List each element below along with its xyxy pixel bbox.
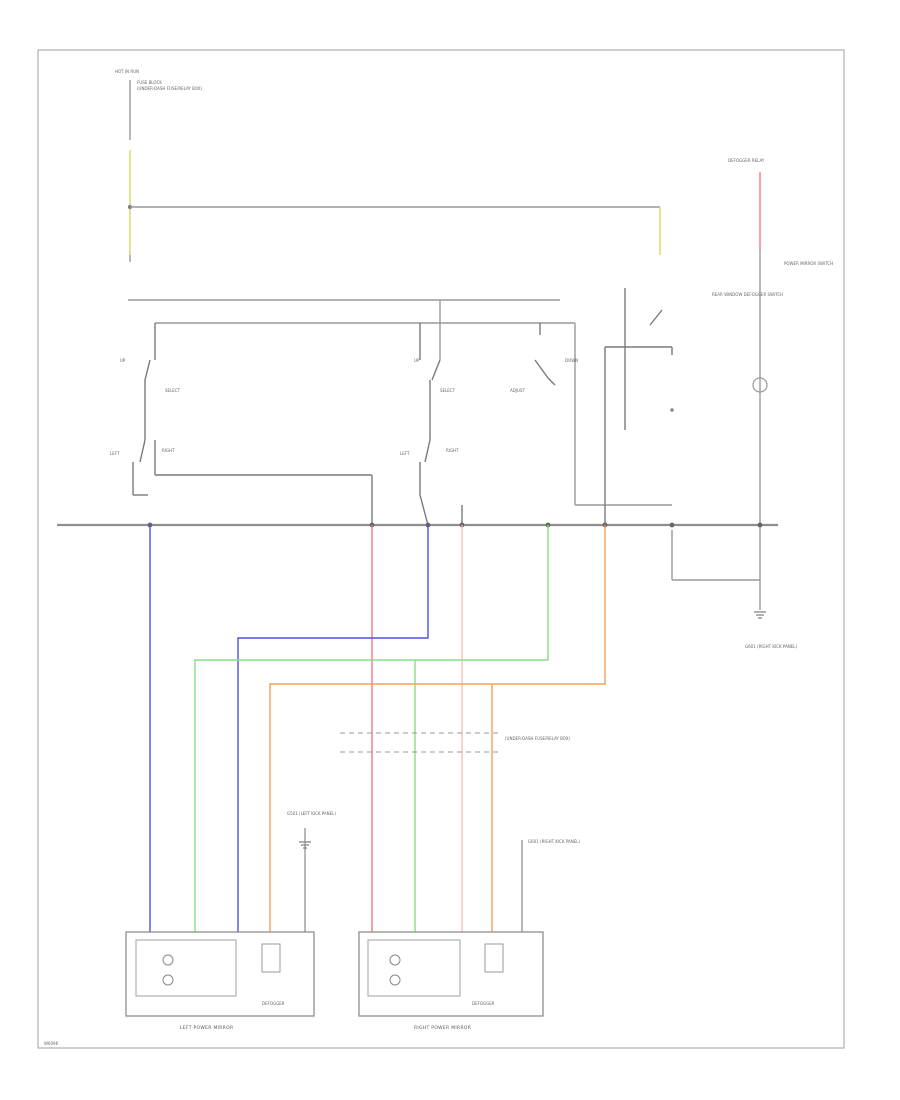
fuse-block-label: FUSE BLOCK [137, 80, 162, 85]
svg-text:UP: UP [414, 358, 420, 363]
left-label-1: LEFT [110, 451, 120, 456]
rear-defogger-switch-label: REAR WINDOW DEFOGGER SWITCH [712, 292, 783, 297]
left-label-2: LEFT [400, 451, 410, 456]
power-mirror-switch-caption: POWER MIRROR SWITCH [784, 261, 833, 266]
svg-text:DOWN: DOWN [565, 358, 578, 363]
inline-connector-label: (UNDER-DASH FUSE/RELAY BOX) [505, 736, 570, 741]
select-switch-middle: UP SELECT LEFT RIGHT [400, 323, 463, 526]
diagram-frame [37, 49, 845, 1049]
motor-icon [162, 954, 174, 966]
ground-right-top-label: G601 (RIGHT KICK PANEL) [745, 644, 797, 649]
under-dash-fuse-label: (UNDER-DASH FUSE/RELAY BOX) [137, 86, 202, 91]
select-label-middle: SELECT [440, 388, 456, 393]
figure-code: W6096 [44, 1041, 59, 1046]
fuse-feed-left: HOT IN RUN FUSE BLOCK (UNDER-DASH FUSE/R… [115, 69, 661, 262]
defogger-switch [604, 288, 674, 525]
ground-right: G601 (RIGHT KICK PANEL) [521, 839, 580, 932]
ground-icon [754, 611, 766, 619]
ground-icon [299, 841, 311, 849]
motor-icon [162, 974, 174, 986]
right-power-mirror: DEFOGGER RIGHT POWER MIRROR [358, 931, 544, 1031]
right-label-2: RIGHT [446, 448, 459, 453]
left-power-mirror: DEFOGGER LEFT POWER MIRROR [125, 931, 315, 1031]
adjust-label: ADJUST [510, 388, 525, 393]
ground-left: G501 (LEFT KICK PANEL) [287, 811, 336, 932]
defogger-feed-right: DEFOGGER RELAY REAR WINDOW DEFOGGER SWIT… [671, 158, 833, 649]
left-mirror-caption: LEFT POWER MIRROR [180, 1025, 233, 1031]
colored-wires [149, 525, 606, 932]
ground-right-label: G601 (RIGHT KICK PANEL) [528, 839, 580, 844]
right-label-1: RIGHT [162, 448, 175, 453]
defogger-right-label: DEFOGGER [472, 1001, 495, 1006]
motor-icon [389, 954, 401, 966]
adjust-switch-right: DOWN ADJUST [510, 323, 578, 393]
select-label-left: SELECT [165, 388, 181, 393]
svg-text:UP: UP [120, 358, 126, 363]
motor-icon [389, 974, 401, 986]
right-fuse-label: DEFOGGER RELAY [728, 158, 765, 163]
select-switch-left: UP SELECT LEFT RIGHT [110, 323, 373, 525]
hot-in-run-label: HOT IN RUN [115, 69, 139, 74]
defogger-left-label: DEFOGGER [262, 1001, 285, 1006]
mirror-switch-assembly: UP SELECT LEFT RIGHT UP SELECT LEFT RIGH… [110, 288, 674, 526]
defogger-indicator-icon [752, 377, 768, 393]
inline-connector: (UNDER-DASH FUSE/RELAY BOX) [340, 732, 570, 753]
ground-left-label: G501 (LEFT KICK PANEL) [287, 811, 336, 816]
heater-icon [484, 943, 504, 973]
right-mirror-caption: RIGHT POWER MIRROR [414, 1025, 471, 1031]
heater-icon [261, 943, 281, 973]
